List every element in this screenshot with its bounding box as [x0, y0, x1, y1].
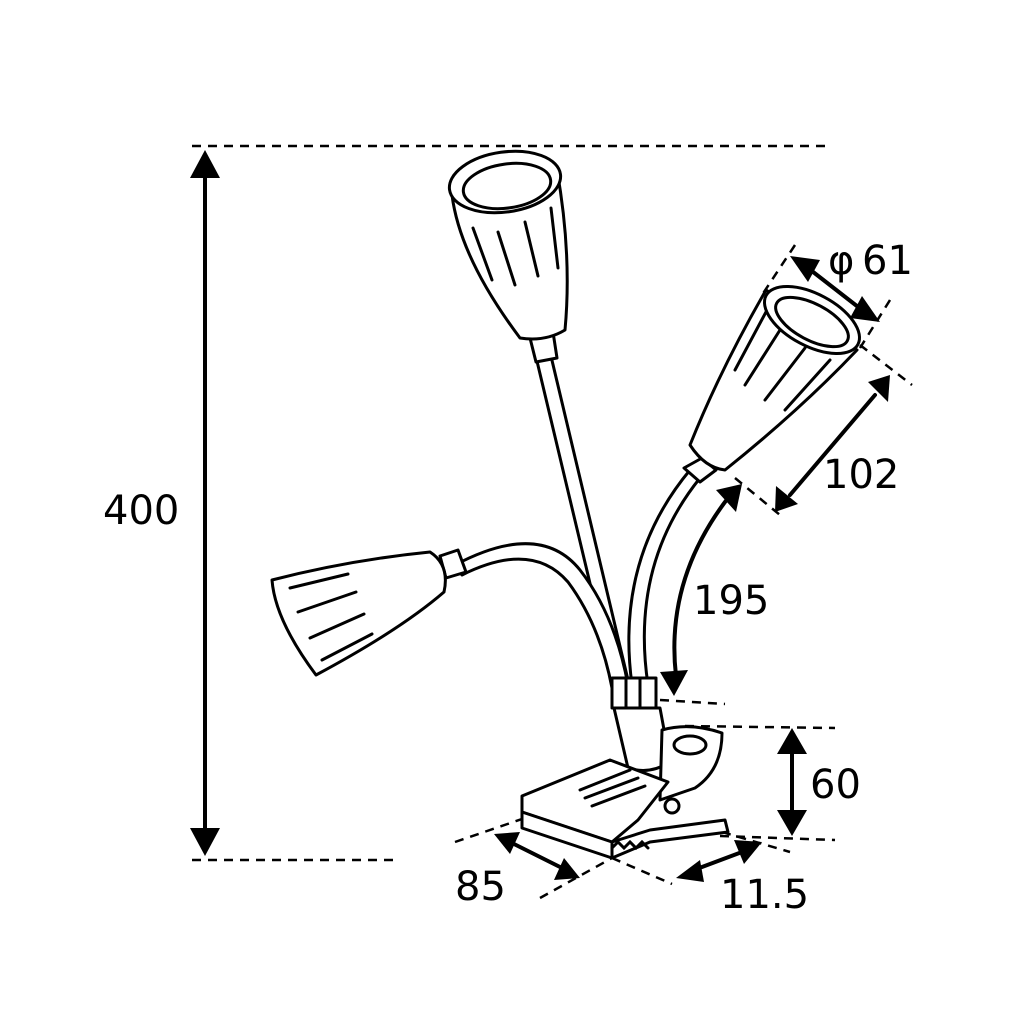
diameter-label: 61: [862, 238, 913, 284]
shade-length-dimension-arrow: [775, 375, 890, 512]
right-arm-rod: [627, 468, 702, 687]
dimension-arrows: [190, 150, 890, 882]
right-shade-rim: [762, 284, 862, 356]
reference-lines: [192, 144, 913, 900]
lamp-illustration: [270, 149, 862, 860]
right-shade: [688, 284, 862, 472]
clip-depth-label: 85: [455, 864, 506, 910]
right-shade-slot: [743, 328, 782, 387]
clip-opening-label: 11.5: [720, 872, 809, 918]
clip-height-label: 60: [810, 762, 861, 808]
left-shade-slot: [296, 590, 358, 614]
clip-depth-ext-back: [454, 816, 526, 844]
shade-length-label: 102: [823, 452, 899, 498]
dimension-labels: 400 195 102 φ 61 60 85 11.5: [103, 238, 913, 918]
right-shade-slot: [763, 346, 807, 402]
diameter-dimension-arrow: [790, 256, 880, 322]
clip-hinge-pin: [663, 797, 681, 815]
upper-shade-inner: [461, 161, 553, 211]
clip-opening-ext-left: [611, 856, 673, 886]
left-shade-slot: [288, 572, 350, 590]
arm-length-ext: [659, 698, 726, 706]
clip-grip-line: [583, 776, 640, 800]
left-shade-slot: [320, 632, 374, 662]
arm-length-dimension-arrow: [660, 484, 742, 696]
upper-shade-slot: [523, 220, 540, 278]
clip-grip-line: [578, 768, 632, 792]
clip-hole: [672, 734, 708, 756]
clip-grip-line: [590, 784, 647, 808]
left-shade-body: [270, 550, 447, 677]
clip-top-jaw: [658, 725, 724, 802]
clip-depth-ext-front: [539, 856, 613, 900]
arm-collar: [610, 676, 672, 772]
left-shade-slot: [308, 612, 366, 640]
right-shade-slot: [783, 358, 832, 412]
clip: [520, 725, 730, 860]
clip-height-ext-bottom: [719, 834, 836, 842]
clip-teeth: [610, 839, 650, 851]
height-dimension-arrow: [190, 150, 220, 856]
right-shade-inner: [774, 295, 850, 349]
clip-height-dimension-arrow: [777, 728, 807, 836]
height-label: 400: [103, 488, 179, 534]
left-shade: [270, 550, 447, 677]
clip-depth-dimension-arrow: [494, 832, 580, 880]
shade-length-ext-top: [859, 344, 913, 386]
diameter-ext-left: [760, 244, 797, 296]
diameter-symbol: φ: [828, 238, 854, 284]
right-shade-slot: [733, 310, 768, 372]
arm-collar-top: [610, 676, 658, 710]
upper-shade-slot: [471, 226, 494, 282]
upper-shade-slot: [549, 206, 560, 270]
upper-shade: [447, 149, 569, 341]
clip-bottom-jaw: [610, 818, 730, 860]
upper-shade-slot: [496, 230, 517, 287]
arm-length-label: 195: [693, 578, 769, 624]
shade-length-ext-bottom: [734, 477, 781, 516]
clip-opening-dimension-arrow: [676, 840, 762, 882]
